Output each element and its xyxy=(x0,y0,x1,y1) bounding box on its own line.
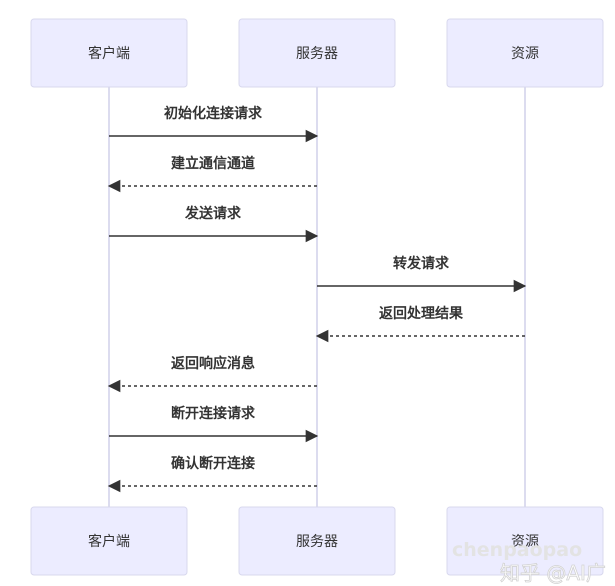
watermark-username: chenpaopao xyxy=(452,539,582,561)
watermark-zhihu: 知乎 @AI广 xyxy=(500,561,606,585)
participant-box xyxy=(238,18,396,88)
participant-resource-bottom: 资源 xyxy=(446,506,604,576)
participant-label: 客户端 xyxy=(88,533,130,550)
participant-client-top: 客户端 xyxy=(30,18,188,88)
message-label: 建立通信通道 xyxy=(171,155,255,172)
participant-label: 客户端 xyxy=(88,45,130,62)
message-4: 转发请求 xyxy=(317,255,527,293)
message-label: 发送请求 xyxy=(184,205,242,222)
message-8: 确认断开连接 xyxy=(107,455,317,493)
participant-box xyxy=(446,506,604,576)
message-label: 确认断开连接 xyxy=(171,455,255,472)
message-label: 返回处理结果 xyxy=(379,305,464,322)
participant-server-top: 服务器 xyxy=(238,18,396,88)
message-6: 返回响应消息 xyxy=(107,355,317,393)
participant-box xyxy=(238,506,396,576)
participant-client-bottom: 客户端 xyxy=(30,506,188,576)
participant-resource-top: 资源 xyxy=(446,18,604,88)
message-7: 断开连接请求 xyxy=(109,405,319,443)
participant-box xyxy=(30,18,188,88)
message-5: 返回处理结果 xyxy=(315,305,525,343)
message-3: 发送请求 xyxy=(109,205,319,243)
participant-label: 资源 xyxy=(511,534,539,550)
message-label: 初始化连接请求 xyxy=(164,105,263,122)
message-label: 转发请求 xyxy=(393,255,450,272)
watermark: chenpaopao 知乎 @AI广 xyxy=(452,539,606,585)
participant-box xyxy=(446,18,604,88)
message-1: 初始化连接请求 xyxy=(109,105,319,143)
participant-label: 资源 xyxy=(511,46,539,62)
participant-box xyxy=(30,506,188,576)
message-2: 建立通信通道 xyxy=(107,155,317,193)
participant-label: 服务器 xyxy=(296,46,338,62)
message-label: 返回响应消息 xyxy=(171,355,255,372)
participant-label: 服务器 xyxy=(296,534,338,550)
message-label: 断开连接请求 xyxy=(171,405,256,422)
participant-server-bottom: 服务器 xyxy=(238,506,396,576)
